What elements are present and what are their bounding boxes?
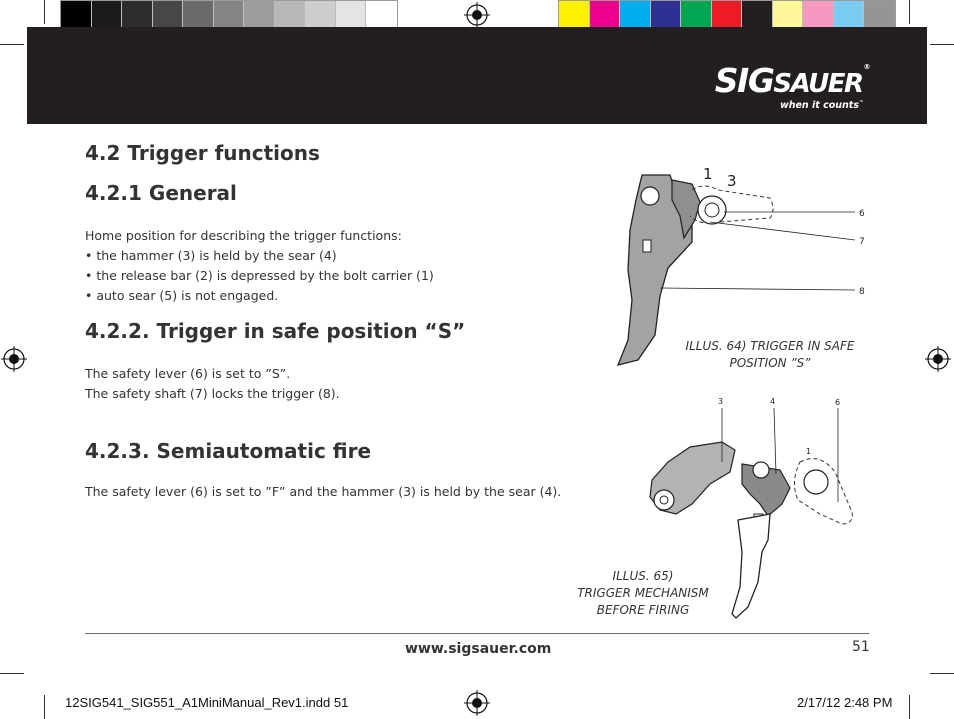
crop-mark: [930, 673, 954, 674]
semi-line: The safety lever (6) is set to ”F” and t…: [85, 484, 562, 499]
tagline-text: when it counts: [779, 100, 859, 111]
safe-line: The safety lever (6) is set to ”S”.: [85, 366, 291, 381]
gray-swatch: [213, 1, 244, 30]
logo-sig: SIG: [714, 61, 775, 100]
gray-swatch: [274, 1, 305, 30]
caption-line: BEFORE FIRING: [596, 603, 690, 617]
registration-mark-icon: [925, 346, 951, 372]
color-swatch: [559, 1, 590, 30]
label-1: 1: [703, 165, 713, 183]
gray-swatch: [335, 1, 366, 30]
sig-sauer-logo: SIGSAUER®: [714, 61, 871, 100]
caption-illus-64: ILLUS. 64) TRIGGER IN SAFE POSITION ”S”: [670, 338, 870, 372]
color-swatch: [864, 1, 895, 30]
safety-shaft-circle: [697, 195, 727, 225]
registration-mark-icon: [464, 2, 490, 28]
crop-mark: [44, 0, 45, 24]
gray-swatch: [91, 1, 122, 30]
label-6: 6: [835, 398, 840, 407]
caption-line: TRIGGER MECHANISM: [577, 586, 709, 600]
label-3: 3: [718, 397, 723, 406]
gray-swatch: [305, 1, 336, 30]
grayscale-color-bar: [60, 0, 398, 31]
caption-line: ILLUS. 64) TRIGGER IN SAFE: [685, 339, 855, 353]
general-line: • the hammer (3) is held by the sear (4): [85, 248, 337, 263]
leader-line: [709, 221, 856, 241]
crop-mark: [930, 44, 954, 45]
process-color-bar: [558, 0, 896, 31]
gray-swatch: [152, 1, 183, 30]
safety-lever-outline: [689, 185, 774, 224]
section-title-general: 4.2.1 General: [85, 181, 237, 205]
color-swatch: [681, 1, 712, 30]
sear-pivot: [752, 461, 770, 479]
safety-lever-outline: [794, 458, 853, 525]
registration-mark-icon: [464, 690, 490, 716]
registration-mark-icon: [1, 346, 27, 372]
header-band: SIGSAUER® when it counts™: [27, 27, 927, 124]
gray-swatch: [366, 1, 397, 30]
crop-mark: [0, 673, 24, 674]
slug-date: 2/17/12 2:48 PM: [797, 695, 893, 710]
safety-shaft-circle: [803, 469, 829, 495]
trigger-pin: [642, 239, 652, 253]
label-8: 8: [859, 287, 865, 297]
hammer-pivot: [653, 489, 675, 511]
general-paragraph: Home position for describing the trigger…: [85, 226, 434, 306]
logo-tagline: when it counts™: [780, 100, 864, 111]
color-swatch: [650, 1, 681, 30]
page-number: 51: [852, 639, 870, 655]
color-swatch: [589, 1, 620, 30]
section-title-trigger-functions: 4.2 Trigger functions: [85, 141, 320, 165]
color-swatch: [711, 1, 742, 30]
crop-mark: [909, 695, 910, 719]
safe-paragraph: The safety lever (6) is set to ”S”. The …: [85, 364, 340, 404]
color-swatch: [803, 1, 834, 30]
hammer-shape: [671, 179, 701, 240]
website-link[interactable]: www.sigsauer.com: [405, 641, 552, 657]
general-line: Home position for describing the trigger…: [85, 228, 402, 243]
label-3: 3: [727, 172, 737, 190]
pivot-circle: [640, 186, 660, 206]
crop-mark: [0, 44, 24, 45]
gray-swatch: [122, 1, 153, 30]
gray-swatch: [244, 1, 275, 30]
label-7: 7: [859, 237, 865, 247]
leader-line: [773, 407, 777, 475]
safe-line: The safety shaft (7) locks the trigger (…: [85, 386, 340, 401]
label-4: 4: [770, 397, 775, 406]
label-1: 1: [806, 447, 811, 456]
caption-line: POSITION ”S”: [729, 356, 811, 370]
color-swatch: [742, 1, 773, 30]
color-swatch: [833, 1, 864, 30]
slug-filename: 12SIG541_SIG551_A1MiniManual_Rev1.indd 5…: [65, 695, 349, 710]
section-title-semiautomatic: 4.2.3. Semiautomatic fire: [85, 439, 372, 463]
general-line: • auto sear (5) is not engaged.: [85, 288, 279, 303]
trigger-shape: [731, 513, 771, 619]
general-line: • the release bar (2) is depressed by th…: [85, 268, 434, 283]
footer-divider: [85, 633, 869, 634]
crop-mark: [909, 0, 910, 24]
gray-swatch: [61, 1, 92, 30]
leader-line: [659, 287, 856, 291]
safety-shaft-inner: [704, 202, 720, 218]
logo-sauer: SAUER: [773, 69, 864, 99]
color-swatch: [772, 1, 803, 30]
illustration-64-trigger-safe: 1 3 6 7 8: [616, 165, 865, 366]
label-6: 6: [859, 209, 865, 219]
registered-mark: ®: [863, 63, 871, 71]
section-title-safe-position: 4.2.2. Trigger in safe position “S”: [85, 319, 466, 343]
illustration-65-trigger-mechanism: 3 4 6 1: [649, 397, 853, 619]
caption-illus-65: ILLUS. 65) TRIGGER MECHANISM BEFORE FIRI…: [557, 568, 729, 619]
crop-mark: [44, 695, 45, 719]
trademark-mark: ™: [859, 100, 864, 106]
semi-paragraph: The safety lever (6) is set to ”F” and t…: [85, 482, 561, 502]
gray-swatch: [183, 1, 214, 30]
caption-line: ILLUS. 65): [612, 569, 674, 583]
color-swatch: [620, 1, 651, 30]
hammer-pivot-inner: [659, 495, 669, 505]
